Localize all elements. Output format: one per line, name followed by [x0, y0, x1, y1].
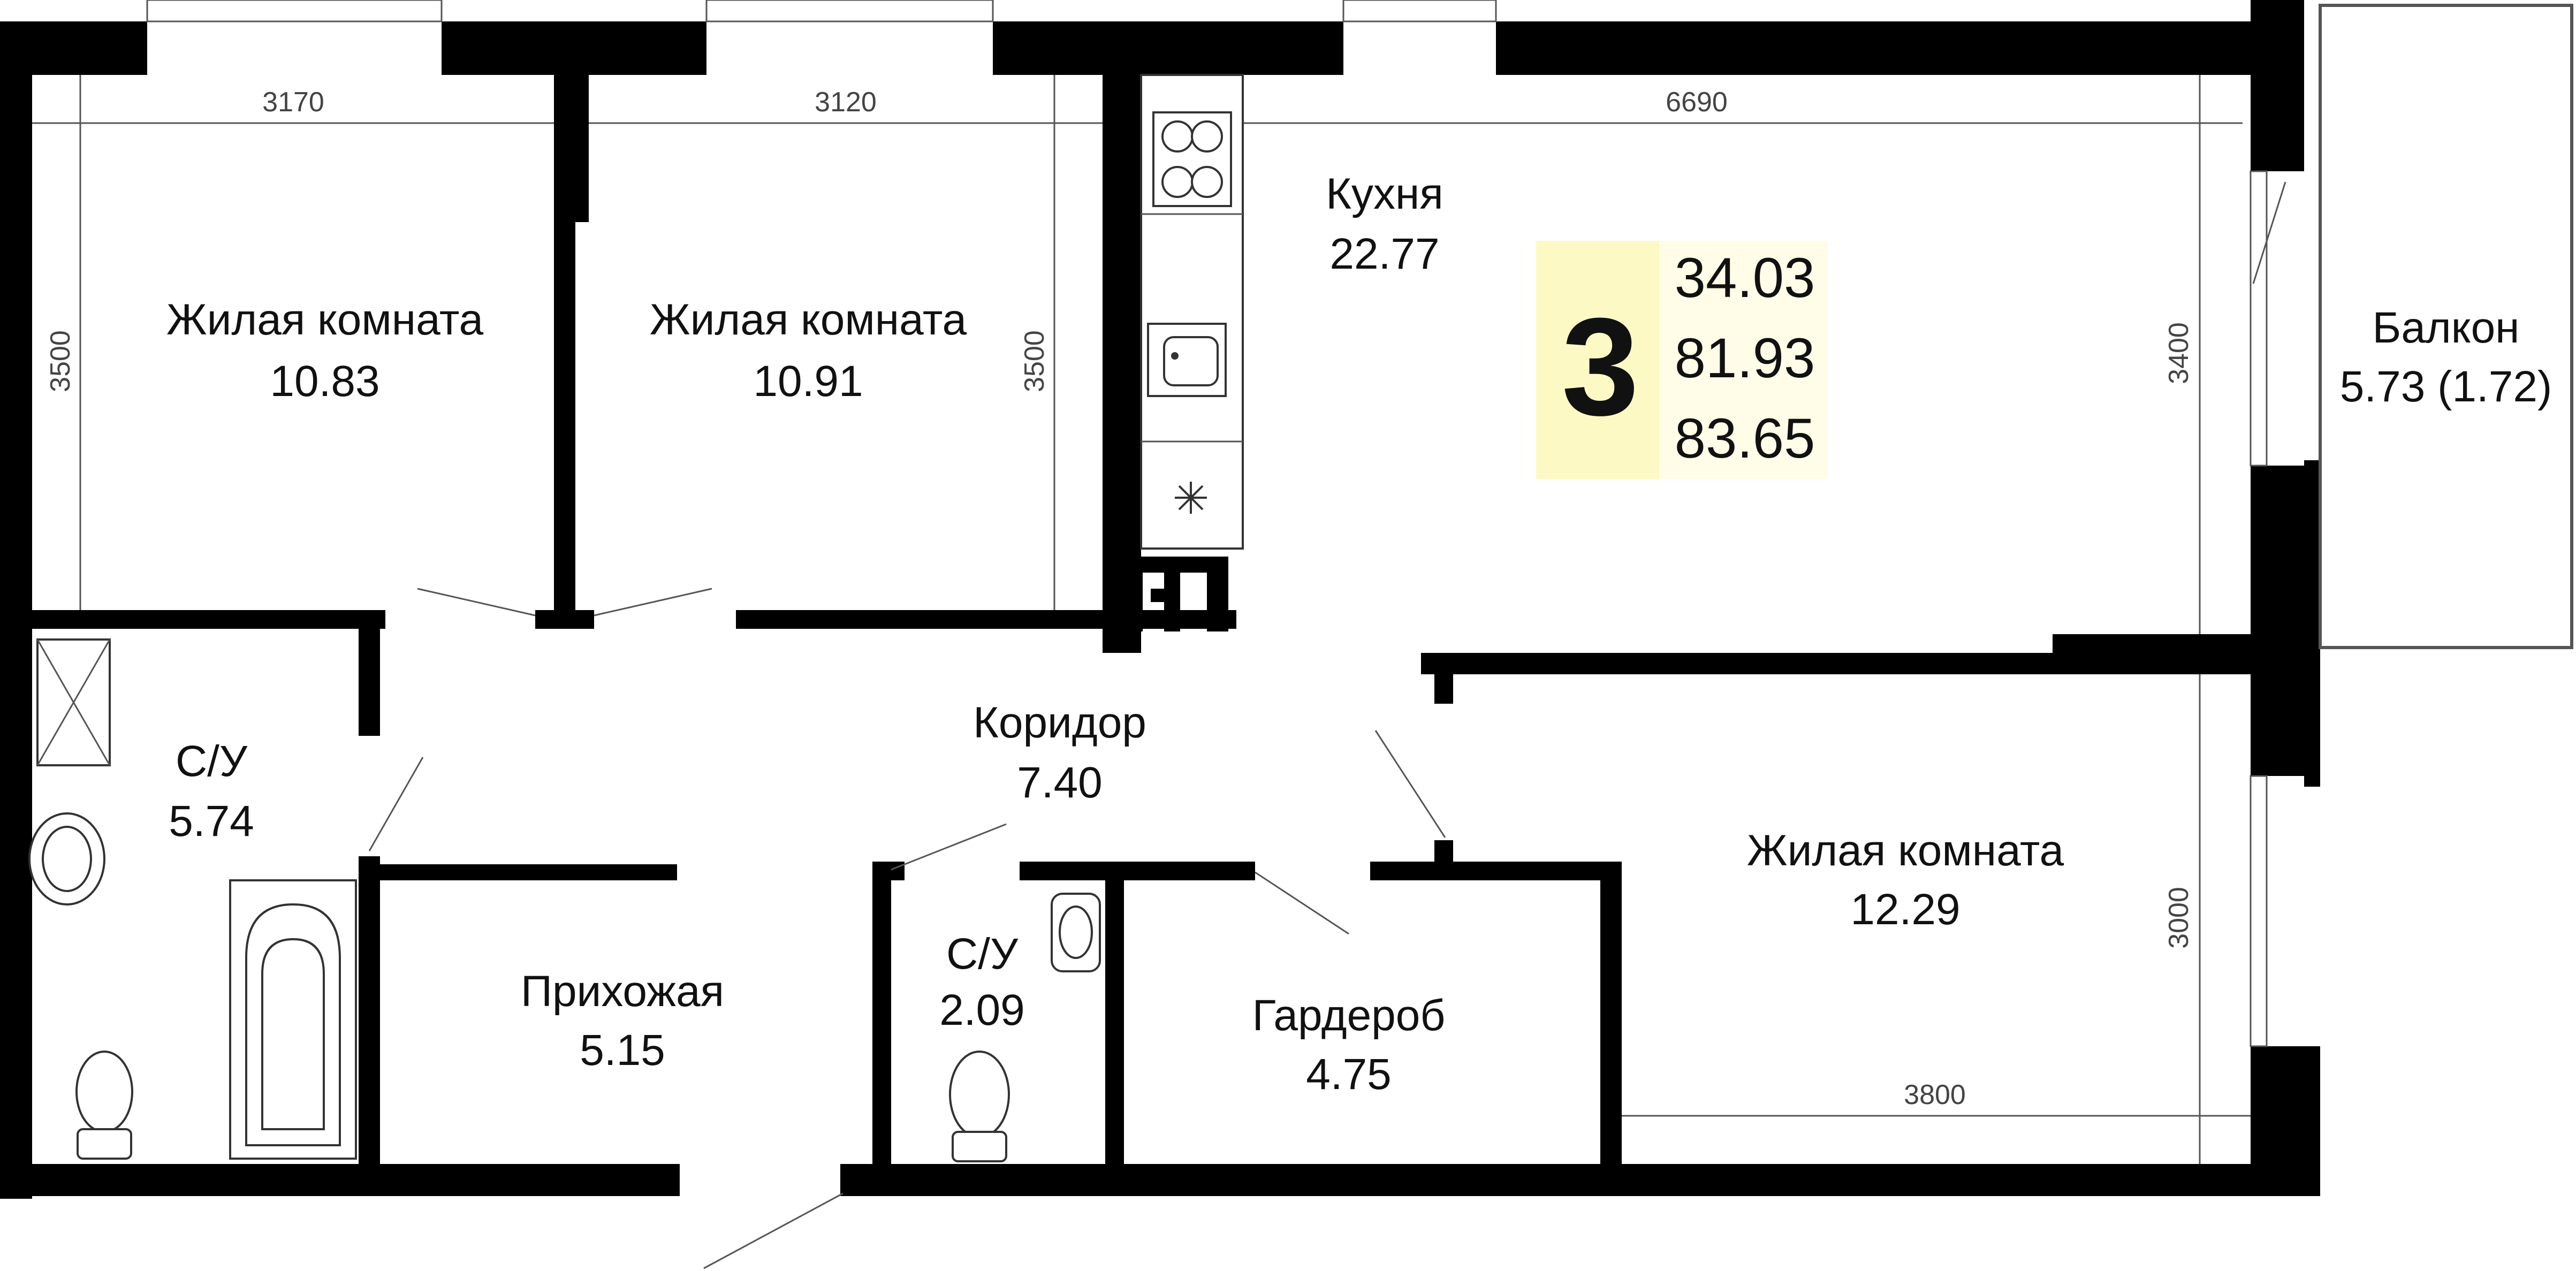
balcony-door-swing [2252, 181, 2286, 284]
room-labels: Жилая комната 10.83 Жилая комната 10.91 … [166, 170, 2552, 1099]
wall-wardrobe-right [1600, 862, 1622, 1196]
door-living2 [594, 588, 712, 617]
wall-wardrobe-top [1370, 862, 1622, 880]
wall-kitchen-bottom-2 [2053, 634, 2304, 658]
wall-bath2-top-b [1020, 862, 1255, 880]
stove-icon [1152, 111, 1232, 207]
wall-bath1-right [359, 856, 380, 1196]
door-wardrobe [1255, 871, 1349, 935]
dim-label-7: 3000 [2163, 887, 2194, 949]
wall-living1-bottom [0, 610, 385, 629]
rooms-count: 3 [1562, 290, 1639, 445]
wall-right-2 [2251, 466, 2304, 776]
door-bath2 [891, 823, 1007, 871]
dim-label-4: 3500 [45, 330, 76, 392]
window-2 [705, 0, 994, 22]
window-right-2 [2250, 775, 2268, 1047]
hall-name: Прихожая [521, 967, 724, 1016]
wall-living-divider-stub [554, 64, 589, 222]
badge-bg-right [1659, 241, 1828, 479]
total-area: 81.93 [1675, 327, 1815, 390]
balcony-name: Балкон [2373, 303, 2520, 352]
wall-right-strip [2304, 460, 2320, 787]
wall-shaft-4 [1207, 557, 1228, 631]
toilet2-icon [949, 1051, 1010, 1162]
wall-hall-top [359, 864, 677, 880]
living2-name: Жилая комната [650, 295, 967, 344]
wall-bottom-2 [840, 1164, 2320, 1196]
wall-top-4 [1496, 21, 2251, 75]
living3-area: 12.29 [1850, 885, 1960, 934]
window-3 [1342, 0, 1497, 22]
fixtures [28, 74, 1244, 1162]
corridor-area: 7.40 [1017, 758, 1103, 807]
dim-label-8: 3800 [1904, 1079, 1966, 1110]
window-1 [146, 0, 443, 22]
bath1-name: С/У [176, 737, 248, 786]
dimension-labels: 3170 3120 6690 3500 3500 3400 3000 3800 [45, 87, 2194, 1110]
wall-shaft-2 [1127, 557, 1143, 631]
dim-label-2: 3120 [815, 87, 877, 118]
summary-badge: 3 34.03 81.93 83.65 [1536, 241, 1828, 479]
dim-label-5: 3500 [1019, 330, 1050, 392]
dim-label-6: 3400 [2163, 322, 2194, 384]
windows [146, 0, 2268, 1047]
dim-label-3: 6690 [1666, 87, 1728, 118]
hall-area: 5.15 [580, 1026, 665, 1075]
door-swings [368, 588, 1446, 1269]
corridor-name: Коридор [973, 698, 1146, 747]
dimension-lines [32, 75, 2251, 1164]
badge-bg-left [1536, 241, 1659, 479]
balcony-outline [2252, 4, 2573, 649]
wardrobe-area: 4.75 [1306, 1050, 1392, 1099]
fan-icon [1175, 482, 1207, 514]
window-right-1 [2250, 170, 2268, 467]
wall-right-3 [2251, 1046, 2320, 1196]
wall-kitchen-bottom-stub [1434, 653, 1453, 704]
door-living3 [1374, 730, 1446, 838]
living2-area: 10.91 [753, 357, 863, 406]
living1-area: 10.83 [270, 357, 379, 406]
living-area: 34.03 [1675, 247, 1815, 309]
balcony-frame [2319, 4, 2573, 649]
shower-icon [36, 638, 111, 766]
bath2-area: 2.09 [939, 986, 1025, 1034]
dim-label-1: 3170 [262, 87, 324, 118]
wall-living2-bottom [535, 610, 594, 629]
wall-bath2-top-a [872, 862, 905, 880]
bathtub-icon [229, 879, 357, 1160]
door-entrance [703, 1192, 844, 1269]
bath2-sink-icon [1051, 893, 1101, 972]
balcony-area: 5.73 (1.72) [2340, 362, 2552, 411]
living3-name: Жилая комната [1747, 826, 2064, 875]
total-with-balcony-area: 83.65 [1675, 407, 1815, 470]
wall-top-3 [993, 21, 1343, 75]
wall-right-1 [2251, 0, 2304, 171]
wall-living2-bottom-b [736, 610, 1236, 629]
wall-bath2-left [872, 862, 891, 1196]
wall-wardrobe-stub [1434, 840, 1453, 872]
wall-bottom-1 [0, 1164, 680, 1196]
toilet1-icon [75, 1051, 133, 1160]
wardrobe-name: Гардероб [1252, 991, 1446, 1040]
walls [0, 0, 2320, 1199]
kitchen-name: Кухня [1326, 170, 1443, 218]
bath1-sink-icon [28, 812, 105, 905]
door-living1 [417, 588, 536, 617]
wall-bath1-stub [359, 610, 380, 736]
living1-name: Жилая комната [166, 295, 484, 344]
kitchen-area: 22.77 [1329, 230, 1439, 278]
wall-shaft-5 [1151, 589, 1180, 602]
bath2-name: С/У [946, 930, 1019, 978]
bath1-area: 5.74 [169, 797, 254, 846]
kitchen-sink-icon [1147, 323, 1227, 397]
door-bath1 [368, 757, 424, 851]
wall-bath2-right [1105, 862, 1124, 1196]
